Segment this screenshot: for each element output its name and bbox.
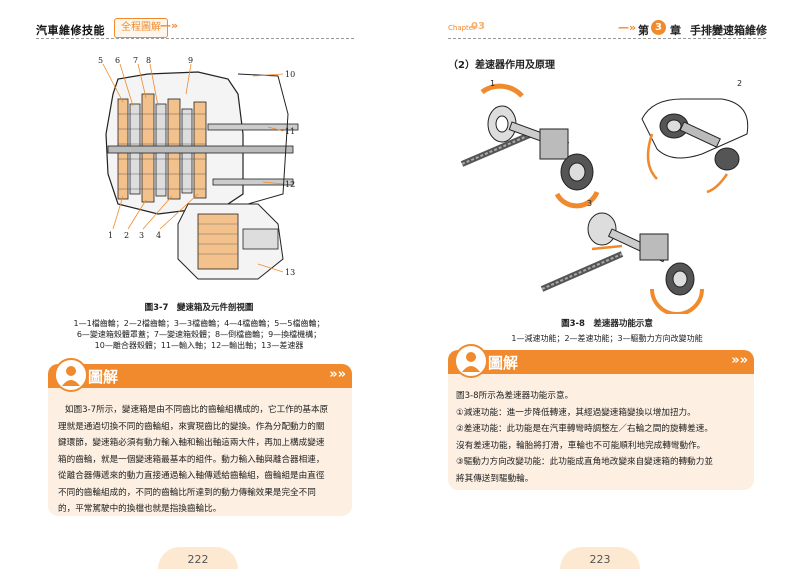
chapter-word: Chapter xyxy=(448,24,476,32)
tutorial-line: 從離合器傳遞來的動力直接通過輸入軸傳遞給齒輪組，齒輪組是由直徑 xyxy=(58,471,325,481)
tutorial-header: 圖解 »» xyxy=(448,350,754,374)
panel-label-1: 1 xyxy=(490,79,495,88)
tutorial-heading: 圖解 xyxy=(488,354,519,372)
tutorial-line: 如圖3-7所示，變速箱是由不同齒比的齒輪組構成的，它工作的基本原 xyxy=(64,405,329,415)
callout-13: 13 xyxy=(285,268,295,277)
tutorial-text: 如圖3-7所示，變速箱是由不同齒比的齒輪組構成的，它工作的基本原 理就是通過切換… xyxy=(58,402,348,518)
tutorial-line: 圖3-8所示為差速器功能示意。 xyxy=(456,391,574,401)
differential-illustration: 2 xyxy=(641,79,749,194)
series-badge: 全程圖解 xyxy=(114,18,168,38)
tutorial-line: 理就是通過切換不同的齒輪組，來實現齒比的變換。作為分配動力的關 xyxy=(58,421,325,432)
callout-1: 1 xyxy=(108,231,113,240)
reduction-illustration: 1 xyxy=(460,79,600,209)
tutorial-line: ①減速功能：進一步降低轉速，其經過變速箱變換以增加扭力。 xyxy=(456,407,696,418)
tutorial-line: ③驅動力方向改變功能：此功能成直角地改變來自變速箱的轉動力並 xyxy=(456,457,713,467)
double-chevron-icon: »» xyxy=(731,353,748,368)
figure-3-7-title: 圖3-7 變速箱及元件剖視圖 xyxy=(144,303,254,313)
callout-7: 7 xyxy=(133,56,138,65)
tutorial-line: 將其傳送到驅動輪。 xyxy=(456,473,534,484)
chapter-code: 03 xyxy=(471,21,485,32)
double-arrow-icon: —» xyxy=(618,21,637,34)
page-number: 223 xyxy=(560,547,640,569)
figure-3-8-caption: 圖3-8 差速器功能示意 1—減速功能；2—差速功能；3—驅動力方向改變功能 xyxy=(448,318,766,344)
differential-function-figure: 1 2 3 xyxy=(460,79,749,314)
chapter-suffix: 章 xyxy=(670,24,681,37)
callout-11: 11 xyxy=(285,127,295,136)
right-tutorial-box: 圖解 »» 圖3-8所示為差速器功能示意。 ①減速功能：進一步降低轉速，其經過變… xyxy=(448,344,754,490)
transmission-cutaway-figure: 5 6 7 8 9 10 11 12 1 2 3 4 13 xyxy=(98,56,299,280)
book-title: 汽車維修技能 xyxy=(36,24,105,37)
tutorial-line: ②差速功能：此功能是在汽車轉彎時調整左／右輪之間的旋轉差速。 xyxy=(456,424,713,434)
left-page: 汽車維修技能 全程圖解 —» xyxy=(0,0,399,581)
tutorial-text: 圖3-8所示為差速器功能示意。 ①減速功能：進一步降低轉速，其經過變速箱變換以增… xyxy=(456,388,751,487)
panel-label-2: 2 xyxy=(737,79,742,88)
mechanic-icon xyxy=(54,358,88,392)
chapter-prefix: 第 xyxy=(638,24,649,37)
direction-change-illustration: 3 xyxy=(540,199,704,314)
callout-8: 8 xyxy=(146,56,151,65)
tutorial-line: 沒有差速功能，輪胎將打滑，車輪也不可能順利地完成轉彎動作。 xyxy=(456,440,706,451)
header-divider xyxy=(36,38,354,39)
header-divider xyxy=(448,38,766,39)
tutorial-line: 箱的齒輪，就是一個變速箱最基本的組件。動力輸入軸與離合器相連， xyxy=(58,454,325,465)
callout-12: 12 xyxy=(285,180,295,189)
left-header: 汽車維修技能 全程圖解 —» xyxy=(36,18,356,40)
left-tutorial-box: 圖解 »» 如圖3-7所示，變速箱是由不同齒比的齒輪組構成的，它工作的基本原 理… xyxy=(48,358,352,518)
callout-4: 4 xyxy=(156,231,161,240)
figure-3-7-caption: 圖3-7 變速箱及元件剖視圖 1—1檔齒輪；2—2檔齒輪；3—3檔齒輪；4—4檔… xyxy=(40,302,358,351)
caption-line: 1—1檔齒輪；2—2檔齒輪；3—3檔齒輪；4—4檔齒輪；5—5檔齒輪； xyxy=(73,319,325,328)
double-chevron-icon: »» xyxy=(329,367,346,382)
callout-2: 2 xyxy=(124,231,129,240)
panel-label-3: 3 xyxy=(587,199,592,208)
mechanic-icon xyxy=(454,344,488,378)
right-header: Chapter 03 —» 第 3 章 手排變速箱維修 xyxy=(448,18,768,40)
figure-3-8-title: 圖3-8 差速器功能示意 xyxy=(561,319,653,329)
caption-line: 6—變速箱殼體罩蓋；7—變速箱殼體；8—倒檔齒輪；9—換檔機構； xyxy=(76,330,322,339)
callout-10: 10 xyxy=(285,70,295,79)
double-arrow-icon: —» xyxy=(160,19,179,32)
caption-line: 10—離合器殼體；11—輸入軸；12—輸出軸；13—差速器 xyxy=(94,341,304,350)
callout-5: 5 xyxy=(98,56,103,65)
section-title: （2）差速器作用及原理 xyxy=(448,60,555,71)
caption-line: 1—減速功能；2—差速功能；3—驅動力方向改變功能 xyxy=(511,334,703,343)
chapter-title: 手排變速箱維修 xyxy=(690,24,767,37)
callout-9: 9 xyxy=(188,56,193,65)
tutorial-line: 的，平常駕駛中的換檔也就是指換齒輪比。 xyxy=(58,504,222,514)
tutorial-heading: 圖解 xyxy=(88,368,119,386)
tutorial-line: 鍵環節，變速箱必須有動力輸入軸和輸出軸這兩大件，再加上構成變速 xyxy=(58,438,325,448)
tutorial-header: 圖解 »» xyxy=(48,364,352,388)
chapter-number-badge: 3 xyxy=(651,20,666,35)
tutorial-line: 不同的齒輪組成的，不同的齒輪比所達到的動力傳輸效果是完全不同 xyxy=(58,487,316,498)
callout-6: 6 xyxy=(115,56,120,65)
right-page: Chapter 03 —» 第 3 章 手排變速箱維修 （2）差速器作用及原理 … xyxy=(400,0,799,581)
page-number: 222 xyxy=(158,547,238,569)
callout-3: 3 xyxy=(139,231,144,240)
